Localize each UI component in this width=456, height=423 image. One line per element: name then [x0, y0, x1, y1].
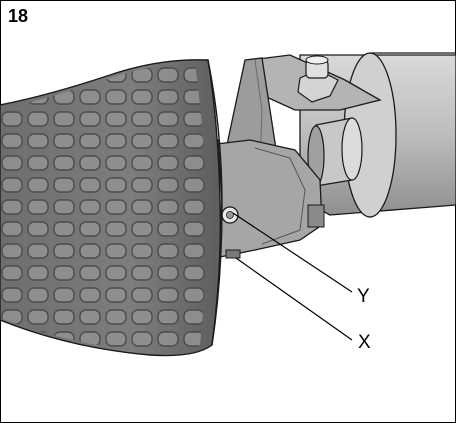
figure-number: 18 [8, 6, 29, 26]
leader-line-x [235, 257, 353, 341]
hub-assembly [207, 139, 325, 259]
upper-bracket [249, 54, 382, 111]
callout-y-label: Y [357, 286, 370, 307]
shaft [307, 117, 363, 187]
leader-line-y [232, 212, 353, 293]
tire [0, 59, 223, 357]
callout-x-label: X [358, 332, 371, 353]
